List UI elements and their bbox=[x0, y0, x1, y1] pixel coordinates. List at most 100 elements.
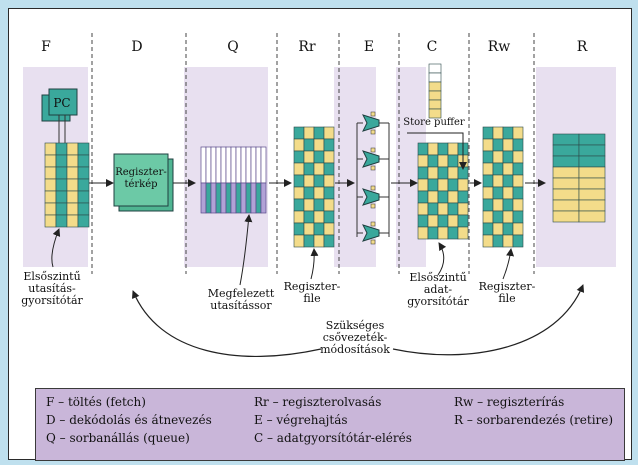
queue-slot bbox=[200, 182, 207, 214]
grid-cell bbox=[55, 166, 68, 180]
annotation-register-file-read: Regiszter- bbox=[284, 280, 341, 293]
queue-slot bbox=[220, 146, 227, 184]
grid-cell bbox=[293, 174, 305, 188]
grid-cell bbox=[578, 210, 606, 223]
grid-cell bbox=[578, 166, 606, 179]
grid-cell bbox=[457, 214, 469, 228]
register-map-label: Regiszter- bbox=[115, 167, 167, 178]
annotation-pipeline-modifications: módosítások bbox=[320, 343, 390, 356]
queue-slot bbox=[205, 146, 212, 184]
grid-cell bbox=[437, 190, 449, 204]
grid-cell bbox=[492, 150, 504, 164]
annotation-split-queue: utasítássor bbox=[210, 299, 272, 312]
grid-cell bbox=[512, 150, 524, 164]
grid-cell bbox=[428, 72, 442, 83]
grid-cell bbox=[578, 177, 606, 190]
grid-cell bbox=[417, 214, 429, 228]
grid-cell bbox=[552, 177, 580, 190]
grid-cell bbox=[482, 186, 494, 200]
grid-cell bbox=[502, 222, 514, 236]
grid-cell bbox=[492, 234, 504, 248]
annotation-pointer bbox=[51, 228, 61, 268]
grid-cell bbox=[512, 198, 524, 212]
grid-cell bbox=[293, 198, 305, 212]
grid-cell bbox=[482, 174, 494, 188]
queue-slot bbox=[210, 146, 217, 184]
alu-latch bbox=[370, 165, 376, 171]
register-file-write bbox=[482, 126, 524, 248]
queue-slot bbox=[240, 146, 247, 184]
register-map-label: térkép bbox=[124, 179, 157, 190]
grid-cell bbox=[437, 202, 449, 216]
grid-cell bbox=[313, 222, 325, 236]
stage-label-rr: Rr bbox=[298, 39, 316, 55]
grid-cell bbox=[512, 174, 524, 188]
grid-cell bbox=[55, 154, 68, 168]
stage-label-rw: Rw bbox=[488, 39, 511, 55]
grid-cell bbox=[578, 199, 606, 212]
queue-slot bbox=[225, 182, 232, 214]
alu-latch bbox=[370, 185, 376, 191]
grid-cell bbox=[417, 178, 429, 192]
queue-slot bbox=[235, 182, 242, 214]
annotation-pointer bbox=[502, 248, 515, 280]
grid-cell bbox=[552, 188, 580, 201]
stage-label-f: F bbox=[41, 39, 51, 55]
grid-cell bbox=[303, 222, 315, 236]
grid-cell bbox=[66, 154, 79, 168]
queue-slot bbox=[245, 182, 252, 214]
grid-cell bbox=[482, 162, 494, 176]
grid-cell bbox=[303, 150, 315, 164]
modification-arrow-left bbox=[131, 290, 322, 357]
alu-unit bbox=[362, 224, 380, 242]
grid-cell bbox=[77, 202, 90, 216]
annotation-pointer bbox=[239, 214, 253, 286]
grid-cell bbox=[492, 222, 504, 236]
instruction-queue bbox=[200, 146, 267, 214]
annotation-l1-instruction-cache: gyorsítótár bbox=[21, 294, 83, 307]
store-buffer-label: Store puffer bbox=[403, 117, 465, 128]
grid-cell bbox=[427, 166, 439, 180]
grid-cell bbox=[44, 214, 57, 228]
grid-cell bbox=[512, 222, 524, 236]
queue-slot bbox=[255, 146, 262, 184]
grid-cell bbox=[417, 142, 429, 156]
grid-cell bbox=[313, 150, 325, 164]
annotation-register-file-write: file bbox=[498, 292, 515, 305]
grid-cell bbox=[447, 154, 459, 168]
grid-cell bbox=[552, 210, 580, 223]
queue-slot bbox=[215, 182, 222, 214]
grid-cell bbox=[427, 178, 439, 192]
grid-cell bbox=[512, 186, 524, 200]
grid-cell bbox=[303, 198, 315, 212]
grid-cell bbox=[502, 186, 514, 200]
queue-slot bbox=[240, 182, 247, 214]
grid-cell bbox=[323, 222, 335, 236]
grid-cell bbox=[66, 142, 79, 156]
grid-cell bbox=[502, 150, 514, 164]
grid-cell bbox=[44, 142, 57, 156]
grid-cell bbox=[417, 166, 429, 180]
grid-cell bbox=[492, 186, 504, 200]
grid-cell bbox=[44, 178, 57, 192]
grid-cell bbox=[55, 214, 68, 228]
queue-slot bbox=[260, 182, 267, 214]
queue-slot bbox=[200, 146, 207, 184]
grid-cell bbox=[552, 144, 580, 157]
grid-cell bbox=[323, 234, 335, 248]
annotation-pointer bbox=[310, 248, 319, 280]
grid-cell bbox=[428, 81, 442, 92]
annotation-pipeline-modifications: Szükséges bbox=[326, 319, 385, 332]
grid-cell bbox=[512, 138, 524, 152]
grid-cell bbox=[492, 174, 504, 188]
grid-cell bbox=[447, 178, 459, 192]
store-buffer bbox=[428, 63, 442, 119]
grid-cell bbox=[313, 186, 325, 200]
legend-item-regread: Rr – regiszterolvasás bbox=[254, 395, 382, 409]
grid-cell bbox=[447, 226, 459, 240]
grid-cell bbox=[482, 126, 494, 140]
stage-label-d: D bbox=[131, 39, 142, 55]
grid-cell bbox=[428, 99, 442, 110]
grid-cell bbox=[427, 226, 439, 240]
